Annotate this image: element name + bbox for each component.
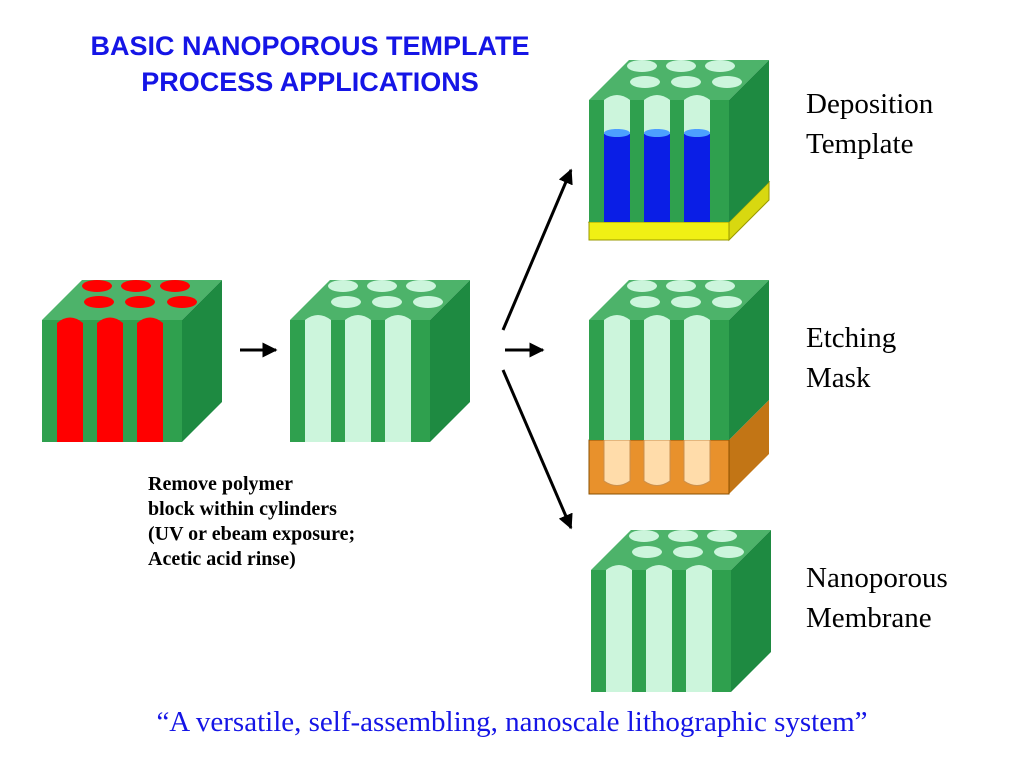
label-deposition-template: Deposition Template [806,88,934,160]
porous-template-cube [290,280,470,442]
etch-layer-side [729,400,769,494]
pores [604,315,710,440]
pore-tops [627,280,742,308]
polymer-cylinders [57,317,163,442]
polymer-cylinder-tops [82,280,197,308]
pore-tops [629,530,744,558]
etched-holes [603,439,711,486]
slide-title: BASIC NANOPOROUS TEMPLATE PROCESS APPLIC… [20,28,600,100]
deposition-template-cube [587,60,771,242]
pores [305,315,411,442]
deposited-nanowires [604,129,710,222]
tagline-quote: “A versatile, self-assembling, nanoscale… [156,706,868,738]
nanoporous-membrane-cube [591,530,771,692]
arrow-to-deposition [501,168,573,331]
slide-title-line1: BASIC NANOPOROUS TEMPLATE [90,31,530,61]
label-etching-mask: Etching Mask [806,322,897,394]
process-caption: Remove polymer block within cylinders (U… [148,473,356,570]
block-copolymer-cube [42,280,222,442]
etching-mask-cube [588,280,769,495]
pore-tops [328,280,443,308]
pore-tops [627,60,742,88]
label-nanoporous-membrane: Nanoporous Membrane [806,562,948,634]
substrate-front [588,221,730,241]
slide-title-line2: PROCESS APPLICATIONS [141,67,479,97]
cube-side-face [182,280,222,442]
pores [606,565,712,692]
arrow-to-membrane [501,369,573,530]
